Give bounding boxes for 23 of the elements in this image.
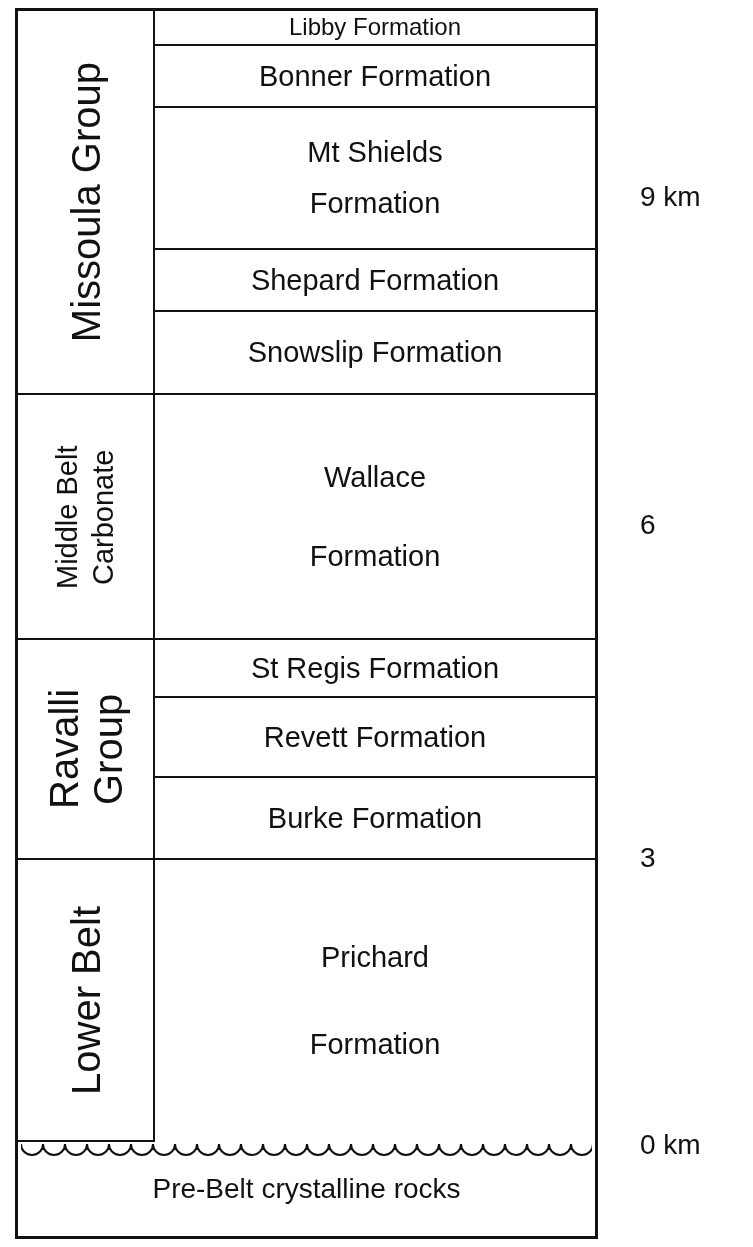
formation-name: Shepard Formation <box>250 262 500 298</box>
group-name: Lower Belt <box>62 905 109 1095</box>
depth-label: 0 km <box>640 1129 701 1161</box>
formation-name: Wallace Formation <box>308 460 442 574</box>
depth-label: 6 <box>640 509 656 541</box>
formation-name: Mt Shields Formation <box>306 135 444 221</box>
group-name: Middle Belt Carbonate <box>50 443 121 591</box>
formation-name: Prichard Formation <box>308 940 442 1062</box>
group-cell <box>18 640 155 860</box>
group-cell <box>18 395 155 640</box>
depth-label: 9 km <box>640 181 701 213</box>
group-cell <box>18 860 155 1142</box>
group-name: Missoula Group <box>62 61 109 343</box>
formation-name: Bonner Formation <box>258 58 492 94</box>
formation-name: Revett Formation <box>263 719 487 755</box>
formation-name: Burke Formation <box>267 800 483 836</box>
formation-name: Libby Formation <box>288 14 462 41</box>
group-cell <box>18 11 155 395</box>
formation-name: Snowslip Formation <box>247 335 503 370</box>
formation-name: St Regis Formation <box>250 650 500 686</box>
basement-name: Pre-Belt crystalline rocks <box>152 1172 461 1206</box>
depth-label: 3 <box>640 842 656 874</box>
group-name: Ravalli Group <box>41 688 130 812</box>
